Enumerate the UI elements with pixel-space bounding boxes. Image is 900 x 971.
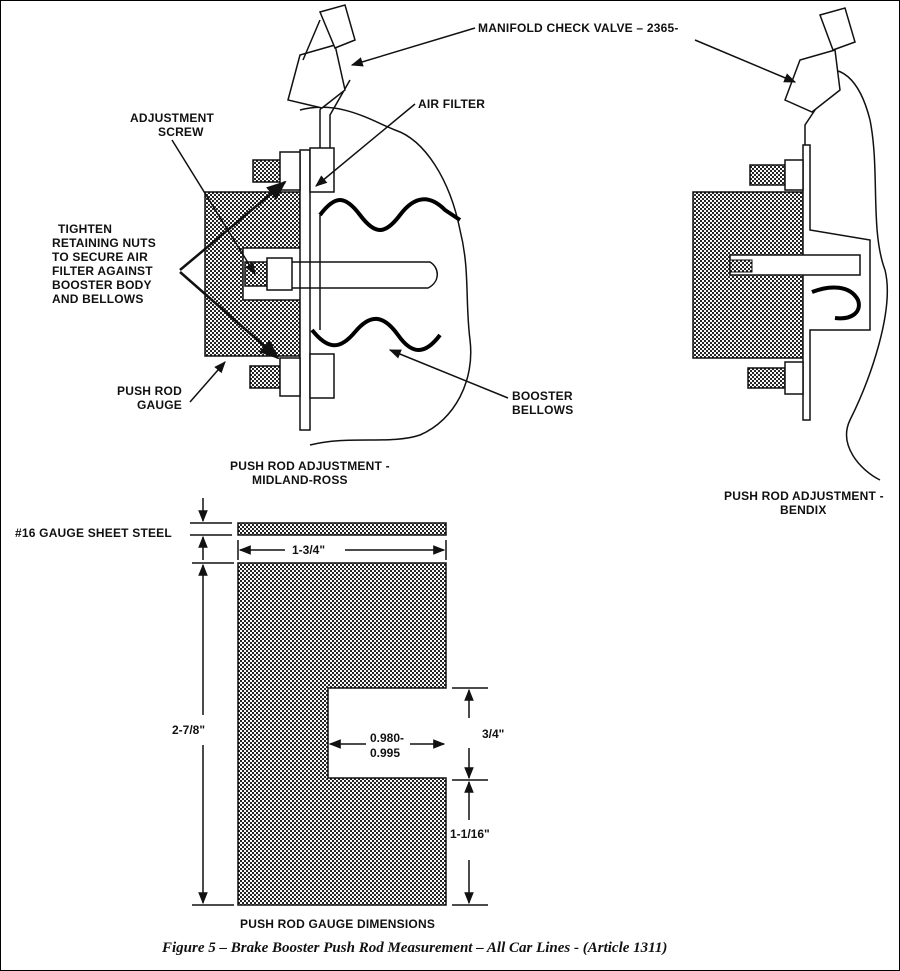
midland-ross-view	[204, 4, 472, 446]
height-dimension: 2-7/8"	[172, 723, 205, 737]
push-rod-gauge-label-2: GAUGE	[137, 398, 182, 412]
bendix-title-2: BENDIX	[780, 503, 827, 517]
bendix-lower-bolt	[747, 361, 804, 395]
tighten-label-1: TIGHTEN	[58, 222, 112, 236]
bracket-plate	[299, 149, 311, 431]
slot-height-dimension: 3/4"	[482, 727, 504, 741]
air-filter-label: AIR FILTER	[418, 97, 485, 111]
push-rod-gauge-label-1: PUSH ROD	[117, 384, 182, 398]
push-rod	[244, 257, 438, 291]
sheet-steel-strip	[237, 522, 447, 536]
midland-ross-title-1: PUSH ROD ADJUSTMENT -	[230, 459, 390, 473]
upper-bolt	[252, 147, 335, 193]
midland-ross-labels: MANIFOLD CHECK VALVE – 2365- AIR FILTER …	[52, 21, 679, 487]
check-valve-label: MANIFOLD CHECK VALVE – 2365-	[478, 21, 679, 35]
slot-width-dimension-1: 0.980-	[370, 731, 404, 745]
lower-bolt	[249, 353, 335, 399]
booster-bellows	[318, 197, 462, 232]
adjustment-screw-label: ADJUSTMENT	[130, 111, 214, 125]
tighten-label-3: TO SECURE AIR	[52, 250, 148, 264]
tighten-label-4: FILTER AGAINST	[52, 264, 153, 278]
tighten-label-5: BOOSTER BODY	[52, 278, 152, 292]
tighten-label-6: AND BELLOWS	[52, 292, 144, 306]
gauge-dimensions-view: #16 GAUGE SHEET STEEL 1-3/4" 2-7/8" 0.98…	[15, 498, 504, 931]
bendix-check-valve	[784, 7, 856, 145]
adjustment-screw-label-2: SCREW	[158, 125, 204, 139]
slot-width-dimension-2: 0.995	[370, 746, 400, 760]
booster-body-outline	[299, 106, 472, 446]
booster-bellows-lower	[310, 316, 442, 352]
tighten-label-2: RETAINING NUTS	[52, 236, 156, 250]
booster-bellows-label-1: BOOSTER	[512, 389, 573, 403]
sheet-steel-label: #16 GAUGE SHEET STEEL	[15, 526, 172, 540]
width-dimension: 1-3/4"	[292, 543, 325, 557]
midland-ross-title-2: MIDLAND-ROSS	[252, 473, 348, 487]
bendix-upper-bolt	[749, 159, 804, 191]
manifold-check-valve	[287, 4, 356, 148]
booster-bellows-label-2: BELLOWS	[512, 403, 573, 417]
gauge-plate	[237, 562, 447, 906]
gauge-dimensions-label: PUSH ROD GAUGE DIMENSIONS	[240, 917, 435, 931]
lower-height-dimension: 1-1/16"	[450, 827, 490, 841]
figure-caption: Figure 5 – Brake Booster Push Rod Measur…	[161, 940, 667, 956]
bendix-title-1: PUSH ROD ADJUSTMENT -	[724, 489, 884, 503]
bendix-view: PUSH ROD ADJUSTMENT - BENDIX	[692, 7, 889, 517]
bendix-body-outline	[814, 69, 889, 481]
